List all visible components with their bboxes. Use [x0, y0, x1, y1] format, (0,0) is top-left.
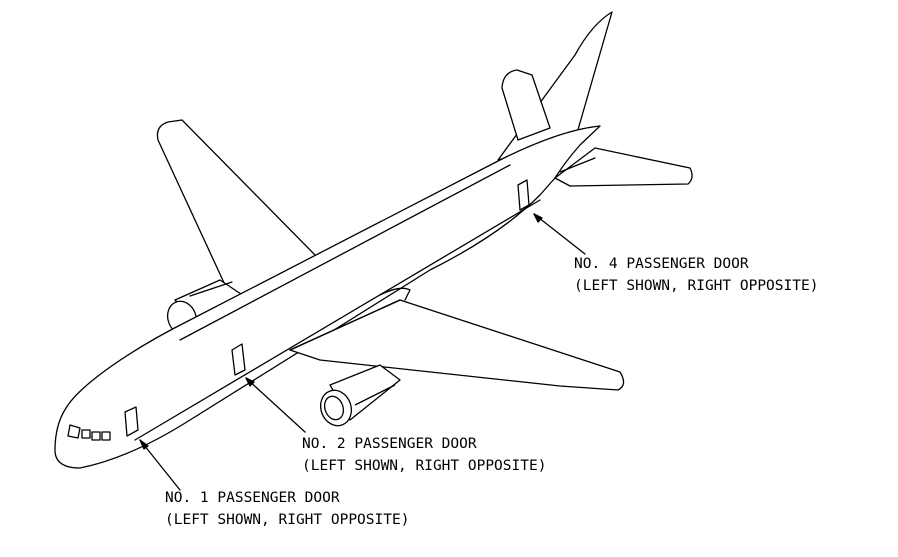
fuselage	[54, 125, 601, 469]
leader-line-door-1	[139, 439, 181, 491]
door-4-subtitle: (LEFT SHOWN, RIGHT OPPOSITE)	[574, 278, 818, 294]
passenger-door-1	[124, 406, 139, 437]
left-wing	[156, 119, 319, 301]
callout-door-2: NO. 2 PASSENGER DOOR (LEFT SHOWN, RIGHT …	[302, 436, 546, 474]
right-wing	[289, 287, 625, 391]
callout-door-4: NO. 4 PASSENGER DOOR (LEFT SHOWN, RIGHT …	[574, 256, 818, 294]
callout-door-1: NO. 1 PASSENGER DOOR (LEFT SHOWN, RIGHT …	[165, 490, 409, 528]
leader-line-door-2	[245, 377, 306, 433]
door-1-subtitle: (LEFT SHOWN, RIGHT OPPOSITE)	[165, 512, 409, 528]
right-engine	[319, 364, 401, 427]
door-2-title: NO. 2 PASSENGER DOOR	[302, 436, 477, 452]
left-horizontal-stabilizer	[501, 69, 551, 141]
door-1-title: NO. 1 PASSENGER DOOR	[165, 490, 340, 506]
cockpit-windows	[67, 424, 111, 441]
door-2-subtitle: (LEFT SHOWN, RIGHT OPPOSITE)	[302, 458, 546, 474]
door-4-title: NO. 4 PASSENGER DOOR	[574, 256, 749, 272]
leader-line-door-4	[533, 213, 586, 255]
passenger-door-2	[231, 343, 246, 376]
passenger-door-4	[517, 179, 530, 211]
right-horizontal-stabilizer	[554, 147, 693, 187]
